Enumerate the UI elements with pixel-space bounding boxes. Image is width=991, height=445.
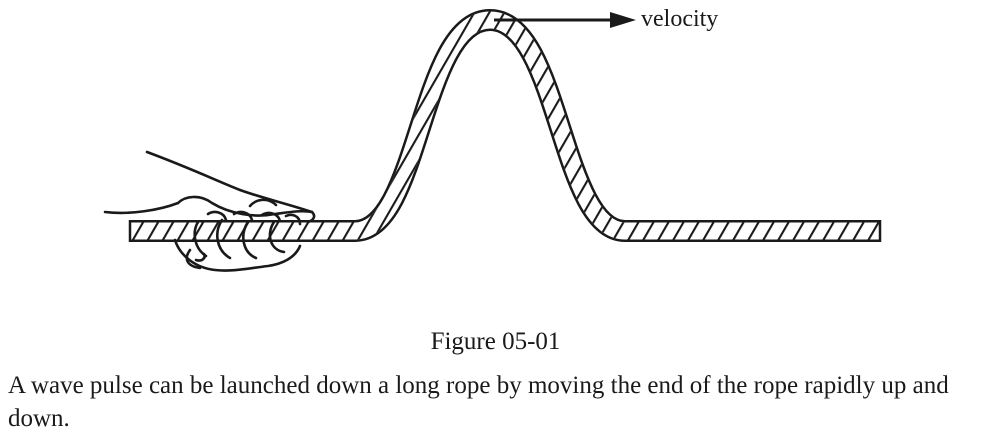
figure-caption: Figure 05-01 [430,328,561,355]
figure-description: A wave pulse can be launched down a long… [8,372,949,432]
wave-pulse-diagram [103,9,882,272]
velocity-label: velocity [641,6,719,32]
hand-drawing [103,150,316,272]
velocity-arrow [494,12,636,28]
rope [128,9,882,242]
